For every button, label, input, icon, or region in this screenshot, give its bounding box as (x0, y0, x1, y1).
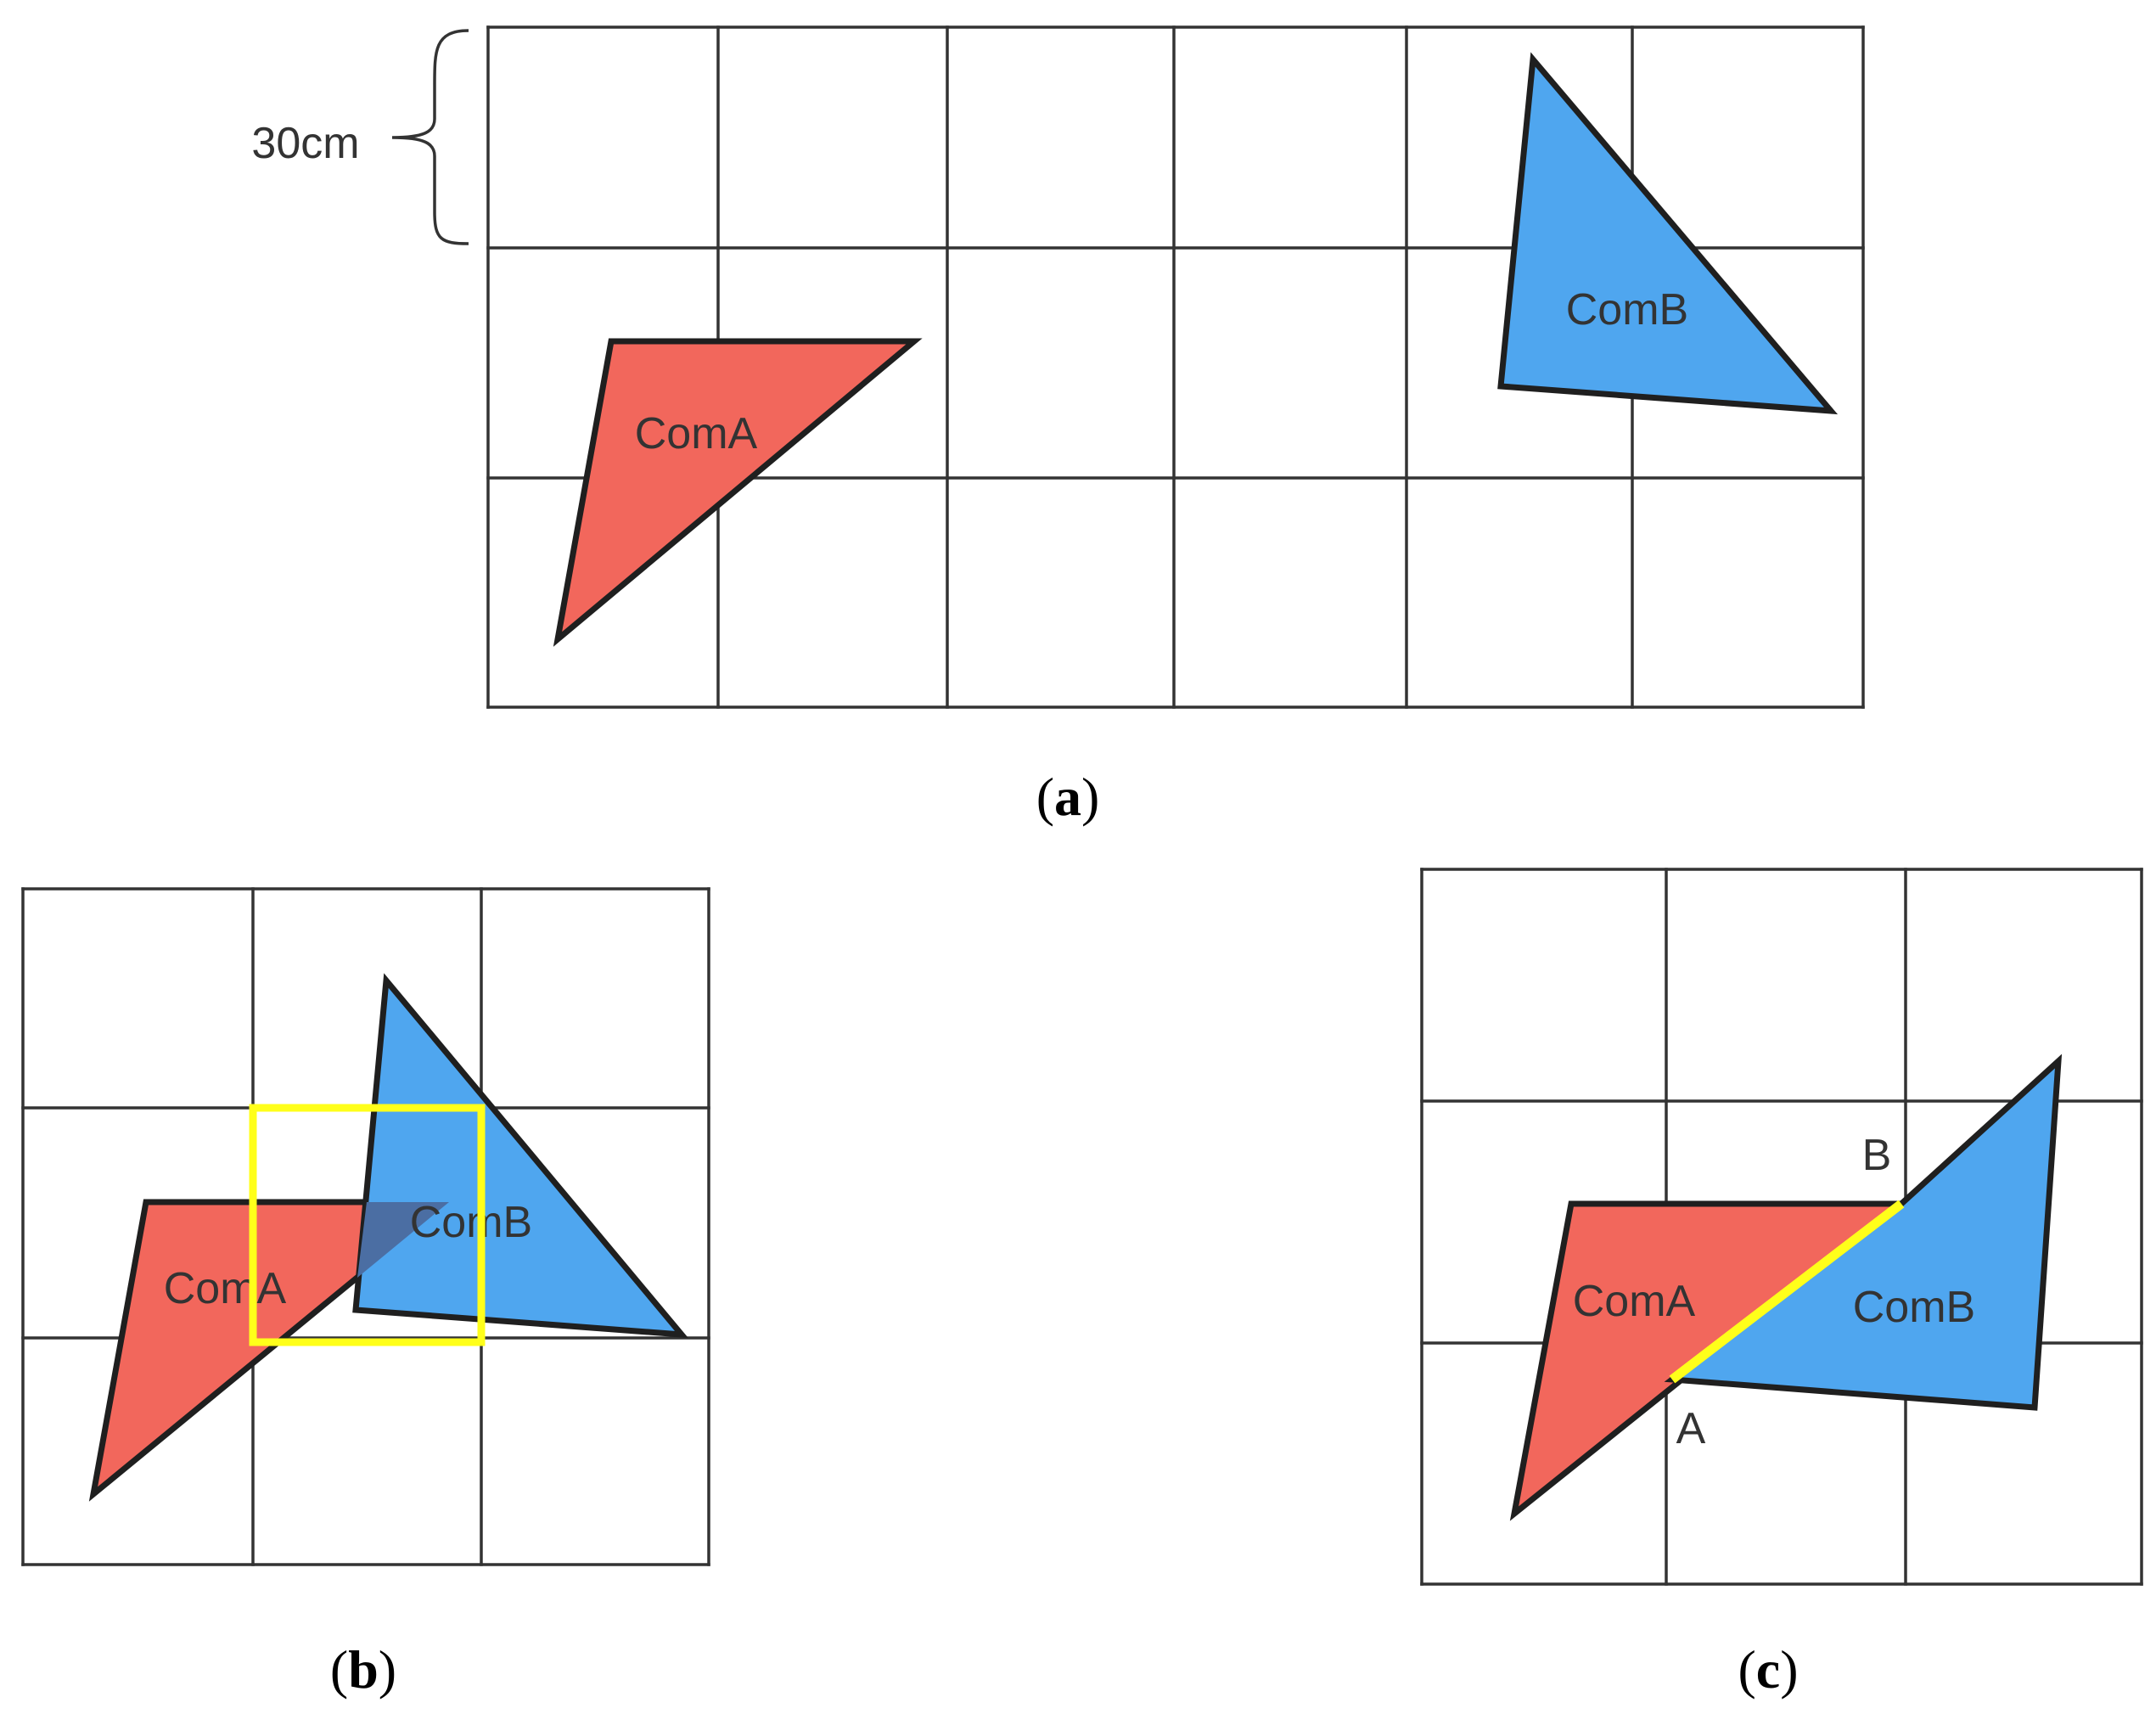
panel-c: ComA ComB A B (c) (1420, 868, 2143, 1700)
panel-a: ComA ComB 30cm (a) (251, 25, 1865, 827)
panel-a-comA-triangle (553, 338, 923, 647)
panel-b-comB-label: ComB (410, 1198, 532, 1247)
scale-label: 30cm (251, 119, 359, 168)
panel-c-comA-label: ComA (1573, 1277, 1696, 1326)
panel-b-overlap-region (357, 1202, 449, 1278)
panel-b: ComA ComB (b) (21, 887, 710, 1700)
panel-a-comB-triangle (1497, 52, 1839, 415)
panel-b-comA-label: ComA (164, 1264, 287, 1313)
panel-b-comB-triangle (352, 973, 688, 1339)
panel-a-comA-label: ComA (635, 409, 758, 458)
panel-b-highlight-box (249, 1104, 486, 1346)
panel-c-comB-label: ComB (1853, 1283, 1975, 1332)
panel-c-point-a-label: A (1676, 1404, 1706, 1453)
caption-a: (a) (1036, 767, 1100, 827)
panel-c-contact-segment (1669, 1200, 1905, 1384)
scale-brace (391, 29, 469, 245)
panel-a-comB-label: ComB (1566, 285, 1688, 334)
panel-c-point-b-label: B (1862, 1131, 1892, 1180)
caption-b: (b) (330, 1639, 396, 1700)
caption-c: (c) (1738, 1639, 1798, 1700)
